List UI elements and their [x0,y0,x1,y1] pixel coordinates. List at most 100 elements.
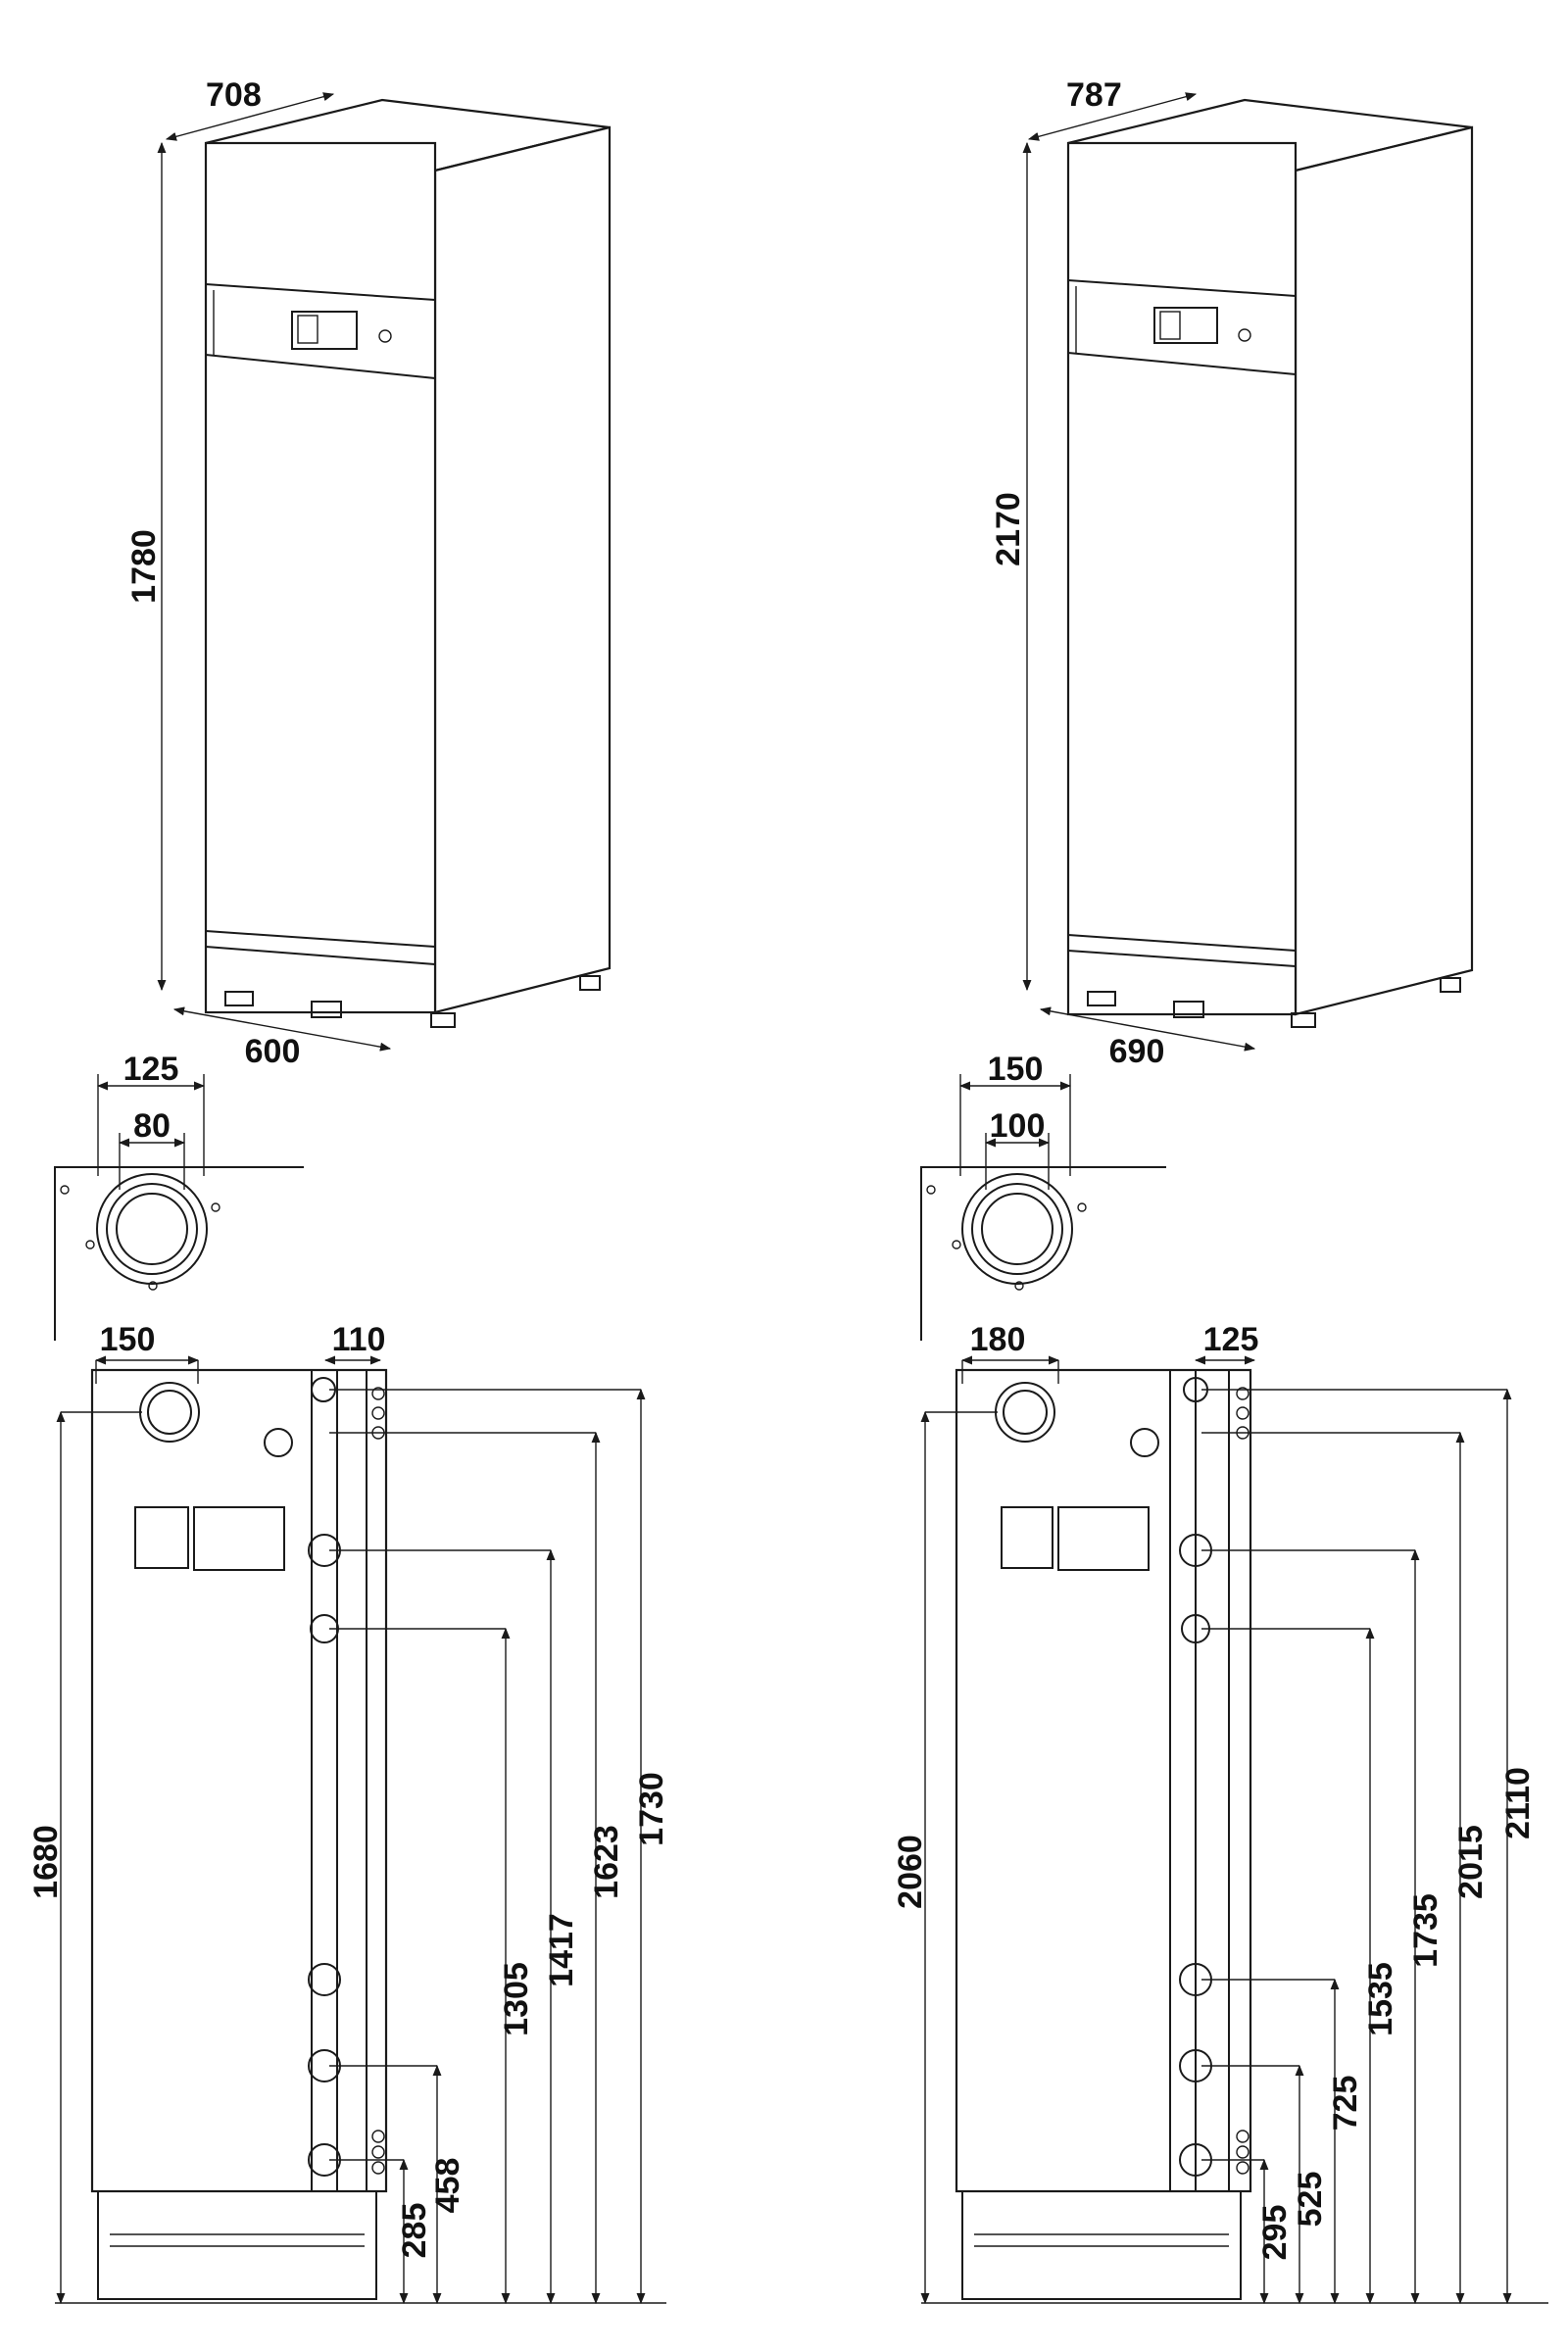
right-back-flue-inner [1003,1390,1048,1435]
right-foot [1087,991,1116,1006]
left-plinth-edge [205,946,436,965]
left-cabinet-side [433,125,612,1014]
right-width-label: 690 [1109,1033,1165,1070]
left-power-button-icon [378,329,392,343]
right-flue-inner-ring [981,1193,1054,1265]
left-flue-bolt [211,1202,220,1212]
left-access-box [134,1506,189,1569]
right-cabinet-side [1294,125,1474,1016]
left-flue-outer-label: 125 [123,1051,179,1088]
right-back-panel [955,1368,1252,2193]
left-connection-port [308,1963,341,1996]
right-access-box [1001,1506,1054,1569]
left-flue-middle-ring [106,1183,198,1275]
left-display-screen [297,315,318,344]
right-flue-inner-label: 100 [990,1107,1046,1145]
left-height-1623-label: 1623 [588,1825,625,1899]
left-small-port [371,1387,385,1400]
left-flue-inner-label: 80 [133,1107,171,1145]
left-flue-bolt [60,1185,70,1195]
right-cabinet-front [1066,141,1298,1016]
right-small-port [1236,2145,1250,2159]
left-depth-dimension-line [165,92,335,141]
right-small-port [1236,2161,1250,2175]
left-foot [579,975,601,991]
right-height-1535-label: 1535 [1362,1962,1399,2036]
right-height-295-label: 295 [1256,2205,1294,2261]
left-height-1730-label: 1730 [633,1772,670,1846]
right-small-port [1236,2130,1250,2143]
right-small-port [1236,1387,1250,1400]
left-unit-perspective: 708 1780 600 [125,76,612,1070]
right-control-panel [1153,307,1218,344]
right-flue-bolt [952,1240,961,1250]
right-back-view: 180 125 2060 295 525 725 1535 1735 2015 [892,1321,1548,2305]
right-width-dimension-line [1039,1006,1256,1052]
left-small-port [371,2161,385,2175]
right-flue-bolt [1014,1281,1024,1291]
right-flue-width-label: 180 [970,1321,1026,1358]
right-flue-outer-label: 150 [988,1051,1044,1088]
right-access-box [1057,1506,1150,1571]
left-width-dimension-line [172,1006,392,1052]
left-door-bottom-edge [205,930,436,948]
left-width-label: 600 [245,1033,301,1070]
right-height-1735-label: 1735 [1407,1893,1445,1968]
right-small-port [1236,1406,1250,1420]
left-cabinet-front [204,141,437,1014]
right-top-panel-edge [1067,279,1297,297]
left-connector-width-label: 110 [332,1321,386,1358]
right-foot [1440,977,1461,993]
left-small-port [371,1406,385,1420]
right-flue-outline [920,1166,1166,1341]
left-height-1305-label: 1305 [498,1962,535,2036]
left-height-label: 1780 [125,529,163,604]
left-flue-outline [54,1166,304,1341]
right-door-top-edge [1067,352,1297,375]
left-flue-height-label: 1680 [27,1825,65,1899]
right-door-bottom-edge [1067,934,1297,952]
left-flue-bolt [85,1240,95,1250]
right-flue-middle-ring [971,1183,1063,1275]
right-flue-height-label: 2060 [892,1835,929,1909]
left-access-box [193,1506,285,1571]
left-foot [224,991,254,1006]
left-control-panel [291,311,358,350]
right-depth-dimension-line [1027,92,1198,141]
left-back-panel [90,1368,388,2193]
right-height-label: 2170 [990,492,1027,566]
left-flue-detail: 125 80 [54,1051,304,1341]
left-door-top-edge [205,354,436,379]
right-height-525-label: 525 [1292,2172,1329,2228]
right-height-dimensions: 295 525 725 1535 1735 2015 2110 [1201,1388,1537,2305]
left-back-view: 150 110 1680 285 458 1305 1417 1623 [27,1321,670,2305]
right-display-screen [1159,311,1181,340]
left-height-285-label: 285 [396,2203,433,2259]
right-flue-detail: 150 100 [920,1051,1166,1341]
left-height-dimensions: 285 458 1305 1417 1623 1730 [329,1388,670,2305]
right-height-2015-label: 2015 [1452,1825,1490,1899]
left-depth-label: 708 [206,76,262,114]
left-flue-outer-ring [96,1173,208,1285]
left-flue-inner-ring [116,1193,188,1265]
right-height-2110-label: 2110 [1499,1767,1537,1839]
left-connection-port [264,1428,293,1457]
left-height-1417-label: 1417 [543,1913,580,1987]
left-small-port [371,2130,385,2143]
right-flue-bolt [1077,1202,1087,1212]
left-plinth [97,2190,377,2300]
left-flue-bolt [148,1281,158,1291]
right-plinth-edge [1067,950,1297,967]
right-foot [1291,1012,1316,1028]
right-connection-port [1130,1428,1159,1457]
left-flue-width-label: 150 [100,1321,156,1358]
right-flue-outer-ring [961,1173,1073,1285]
right-connector-width-label: 125 [1203,1321,1259,1358]
right-power-button-icon [1238,328,1251,342]
left-small-port [371,2145,385,2159]
right-unit-perspective: 787 2170 690 [990,76,1474,1070]
left-top-panel-edge [205,283,436,301]
right-plinth [961,2190,1242,2300]
right-flue-bolt [926,1185,936,1195]
